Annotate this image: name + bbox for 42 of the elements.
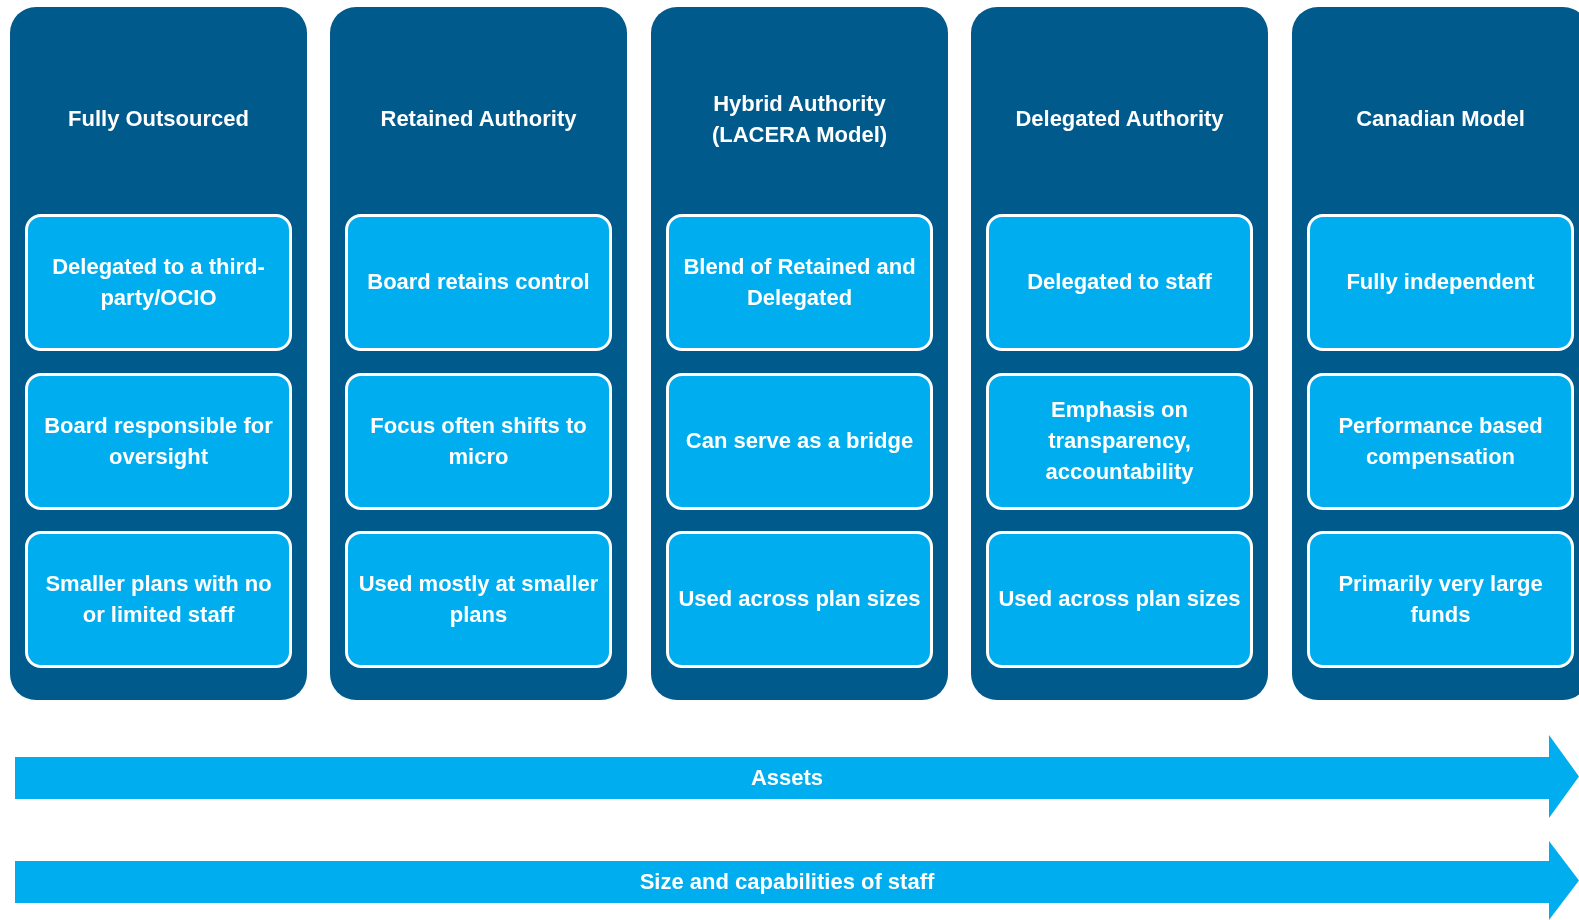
box-text: Fully independent	[1346, 268, 1535, 297]
box-text: Board retains control	[367, 268, 590, 297]
column-heading: Retained Authority	[380, 105, 577, 134]
info-box	[1307, 531, 1574, 668]
column-heading: Fully Outsourced	[68, 105, 249, 134]
box-text: Performance based compensation	[1337, 411, 1544, 471]
box-text: Can serve as a bridge	[685, 427, 914, 456]
info-box	[345, 214, 612, 351]
column-heading: Delegated Authority	[1015, 105, 1224, 134]
info-box	[25, 214, 292, 351]
info-box	[666, 531, 933, 668]
box-text: Blend of Retained and Delegated	[682, 252, 917, 312]
box-text: Delegated to a third-party/OCIO	[51, 252, 266, 312]
box-text: Delegated to staff	[1027, 268, 1212, 297]
column-heading: Hybrid Authority (LACERA Model)	[710, 89, 889, 149]
box-text: Smaller plans with no or limited staff	[44, 569, 273, 629]
model-column	[971, 7, 1268, 700]
model-column	[1292, 7, 1579, 700]
info-box	[1307, 373, 1574, 510]
box-text: Used mostly at smaller plans	[357, 569, 600, 629]
info-box	[1307, 214, 1574, 351]
info-box	[666, 214, 933, 351]
box-text: Emphasis on transparency, accountability	[1044, 396, 1195, 486]
info-box	[345, 373, 612, 510]
info-box	[345, 531, 612, 668]
info-box	[986, 373, 1253, 510]
info-box	[986, 531, 1253, 668]
info-box	[666, 373, 933, 510]
model-column	[651, 7, 948, 700]
model-column	[330, 7, 627, 700]
box-text: Board responsible for oversight	[43, 411, 274, 471]
box-text: Focus often shifts to micro	[369, 411, 588, 471]
box-text: Used across plan sizes	[998, 585, 1241, 614]
box-text: Used across plan sizes	[678, 585, 921, 614]
box-text: Primarily very large funds	[1337, 569, 1544, 629]
info-box	[25, 531, 292, 668]
arrow-label: Assets	[750, 763, 824, 792]
model-column	[10, 7, 307, 700]
arrow-label: Size and capabilities of staff	[639, 867, 935, 896]
info-box	[986, 214, 1253, 351]
column-heading: Canadian Model	[1356, 105, 1525, 134]
info-box	[25, 373, 292, 510]
